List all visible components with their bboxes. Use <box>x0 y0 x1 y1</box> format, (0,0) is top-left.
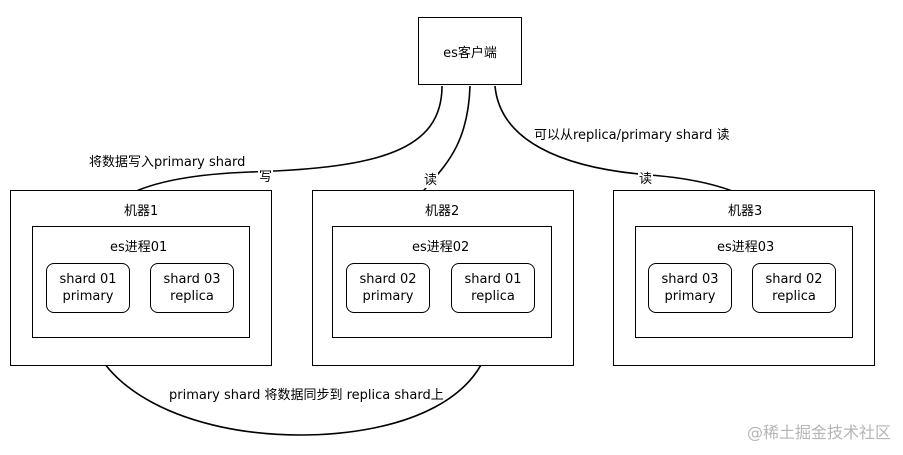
shard-name: shard 01 <box>59 272 117 287</box>
machine-2-label: 机器2 <box>425 204 460 219</box>
shard-name: shard 02 <box>765 272 823 287</box>
process-1-label: es进程01 <box>110 240 168 255</box>
shard-role: replica <box>170 289 214 304</box>
es-client-box: es客户端 <box>418 17 522 85</box>
process-3-label: es进程03 <box>717 240 775 255</box>
shard-role: primary <box>664 289 716 304</box>
read-note: 可以从replica/primary shard 读 <box>534 128 730 143</box>
shard-role: replica <box>471 289 515 304</box>
shard-02-replica-m3: shard 02 replica <box>752 263 836 313</box>
read-label-machine3: 读 <box>638 168 654 187</box>
shard-name: shard 02 <box>359 272 417 287</box>
shard-03-replica-m1: shard 03 replica <box>150 263 234 313</box>
sync-label: primary shard 将数据同步到 replica shard上 <box>169 388 444 403</box>
shard-01-primary-m1: shard 01 primary <box>46 263 130 313</box>
es-client-label: es客户端 <box>443 45 497 61</box>
machine-1-label: 机器1 <box>124 204 159 219</box>
shard-role: primary <box>362 289 414 304</box>
process-2-label: es进程02 <box>412 240 470 255</box>
shard-role: replica <box>772 289 816 304</box>
shard-role: primary <box>62 289 114 304</box>
watermark: @稀土掘金技术社区 <box>746 423 891 442</box>
write-label: 写 <box>258 166 274 185</box>
write-note: 将数据写入primary shard <box>89 155 246 170</box>
machine-3-label: 机器3 <box>728 204 763 219</box>
shard-name: shard 01 <box>464 272 522 287</box>
shard-02-primary-m2: shard 02 primary <box>346 263 430 313</box>
sync-arrow <box>85 313 498 436</box>
shard-01-replica-m2: shard 01 replica <box>451 263 535 313</box>
shard-name: shard 03 <box>661 272 719 287</box>
shard-name: shard 03 <box>163 272 221 287</box>
shard-03-primary-m3: shard 03 primary <box>648 263 732 313</box>
read-label-machine2: 读 <box>423 169 439 188</box>
